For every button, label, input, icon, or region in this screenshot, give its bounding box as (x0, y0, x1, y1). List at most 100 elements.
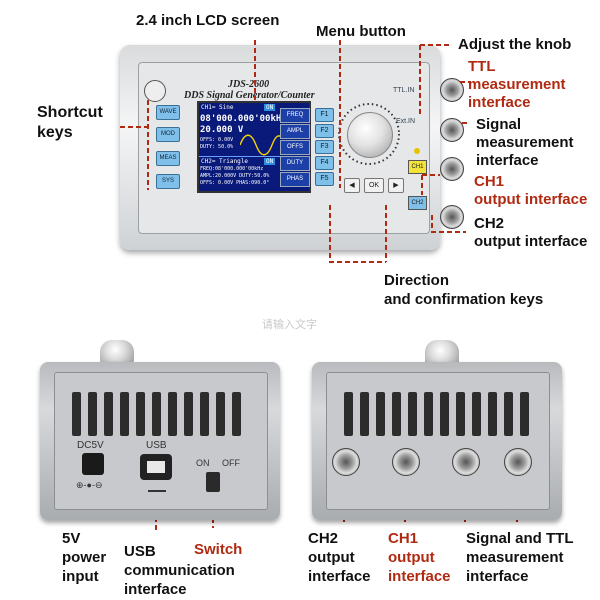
knob-scale-dots (338, 103, 400, 165)
brand-logo-icon (144, 80, 166, 102)
back-ttl-bnc-connector[interactable] (504, 448, 532, 476)
sys-key[interactable]: SYS (156, 174, 180, 189)
f5-key[interactable]: F5 (315, 172, 334, 186)
label-power-2: power (62, 549, 107, 566)
switch-off-label: OFF (222, 458, 240, 468)
back-knob-top (100, 340, 134, 364)
menu-item-duty: DUTY (280, 156, 310, 171)
label-ttl-2: measurement (468, 76, 566, 93)
label-back-ch2-2: output (308, 549, 355, 566)
label-ch1-1: CH1 (474, 173, 505, 190)
ok-button[interactable]: OK (364, 178, 384, 193)
vent-slot (136, 392, 145, 436)
label-lcd-screen: 2.4 inch LCD screen (136, 12, 280, 29)
left-button[interactable]: ◀ (344, 178, 360, 193)
vent-slot (504, 392, 513, 436)
vent-slot (184, 392, 193, 436)
vent-slot (200, 392, 209, 436)
f3-key[interactable]: F3 (315, 140, 334, 154)
label-shortcut-2: keys (37, 124, 73, 141)
label-power-1: 5V (62, 530, 81, 547)
lcd-sine-wave (240, 134, 284, 156)
lcd-ampl: 20.000 V (200, 125, 244, 135)
device-subtitle: DDS Signal Generator/Counter (184, 90, 315, 101)
lcd-freq: 08'000.000'00kHz (200, 114, 287, 124)
vent-slot (488, 392, 497, 436)
vent-slot (376, 392, 385, 436)
vent-slot (88, 392, 97, 436)
signal-bnc-connector[interactable] (440, 118, 464, 142)
label-ttl-3: interface (468, 94, 531, 111)
vent-slot (104, 392, 113, 436)
vent-slot (232, 392, 241, 436)
back-ch1-bnc-connector[interactable] (392, 448, 420, 476)
lcd-ch2-header: CH2= Triangle (201, 158, 248, 165)
label-ch1-2: output interface (474, 191, 588, 208)
device-model: JDS-2600 (228, 79, 270, 90)
label-direction-2: and confirmation keys (384, 291, 544, 308)
label-back-ch1-3: interface (388, 568, 451, 585)
port-ttl-label: TTL.IN (393, 87, 415, 94)
menu-item-ampl: AMPL (280, 124, 310, 139)
label-ch2-1: CH2 (474, 215, 505, 232)
polarity-icon: ⊕-●-⊖ (76, 480, 103, 490)
label-ttl-1: TTL (468, 58, 496, 75)
vent-slot (344, 392, 353, 436)
vent-slot (440, 392, 449, 436)
label-back-ch2-3: interface (308, 568, 371, 585)
lcd-ch2-line3: OFFS: 0.00V PHAS:090.0° (200, 180, 270, 186)
vent-slot (424, 392, 433, 436)
dc5v-label: DC5V (77, 440, 104, 451)
switch-on-label: ON (196, 458, 210, 468)
label-switch: Switch (194, 541, 243, 558)
wave-key[interactable]: WAVE (156, 105, 180, 120)
label-back-ch1-1: CH1 (388, 530, 419, 547)
watermark-text: 请输入文字 (262, 319, 317, 331)
label-signal-1: Signal (476, 116, 522, 133)
label-direction-1: Direction (384, 272, 450, 289)
vent-slot (456, 392, 465, 436)
label-ch2-2: output interface (474, 233, 588, 250)
vent-slot (168, 392, 177, 436)
vent-slot (520, 392, 529, 436)
vent-slot (472, 392, 481, 436)
label-shortcut-1: Shortcut (37, 104, 103, 121)
menu-item-offs: OFFS (280, 140, 310, 155)
usb-port-inner (147, 461, 165, 473)
label-back-sig-1: Signal and TTL (466, 530, 574, 547)
usb-label: USB (146, 440, 167, 451)
menu-item-phas: PHAS (280, 172, 310, 187)
label-back-ch2-1: CH2 (308, 530, 339, 547)
mod-key[interactable]: MOD (156, 127, 180, 142)
lcd-ch2-on: ON (264, 158, 276, 165)
label-usb-1: USB (124, 543, 156, 560)
vent-slot (120, 392, 129, 436)
back-signal-bnc-connector[interactable] (452, 448, 480, 476)
f2-key[interactable]: F2 (315, 124, 334, 138)
lcd-offs: OFFS: 0.00V (200, 137, 234, 143)
dc-power-jack[interactable] (82, 453, 104, 475)
lcd-ch1-on: ON (264, 104, 276, 111)
meas-key[interactable]: MEAS (156, 151, 180, 166)
ch1-bnc-connector[interactable] (440, 157, 464, 181)
vent-slot (72, 392, 81, 436)
right-button[interactable]: ▶ (388, 178, 404, 193)
lcd-duty: DUTY: 50.0% (200, 144, 234, 150)
back-ch2-bnc-connector[interactable] (332, 448, 360, 476)
usb-symbol-icon (148, 484, 166, 492)
vent-slot (216, 392, 225, 436)
menu-item-freq: FREQ (280, 108, 310, 123)
lcd-ch2-line1: FREQ:08'000.000'00kHz (200, 166, 264, 172)
label-usb-2: communication (124, 562, 235, 579)
adjust-knob[interactable] (347, 112, 393, 158)
vent-slot (152, 392, 161, 436)
label-signal-3: interface (476, 152, 539, 169)
power-switch[interactable] (206, 472, 220, 492)
label-back-ch1-2: output (388, 549, 435, 566)
label-adjust-knob: Adjust the knob (458, 36, 572, 53)
ch2-bnc-connector[interactable] (440, 205, 464, 229)
led-indicator (414, 148, 420, 154)
vent-slot (360, 392, 369, 436)
f4-key[interactable]: F4 (315, 156, 334, 170)
f1-key[interactable]: F1 (315, 108, 334, 122)
